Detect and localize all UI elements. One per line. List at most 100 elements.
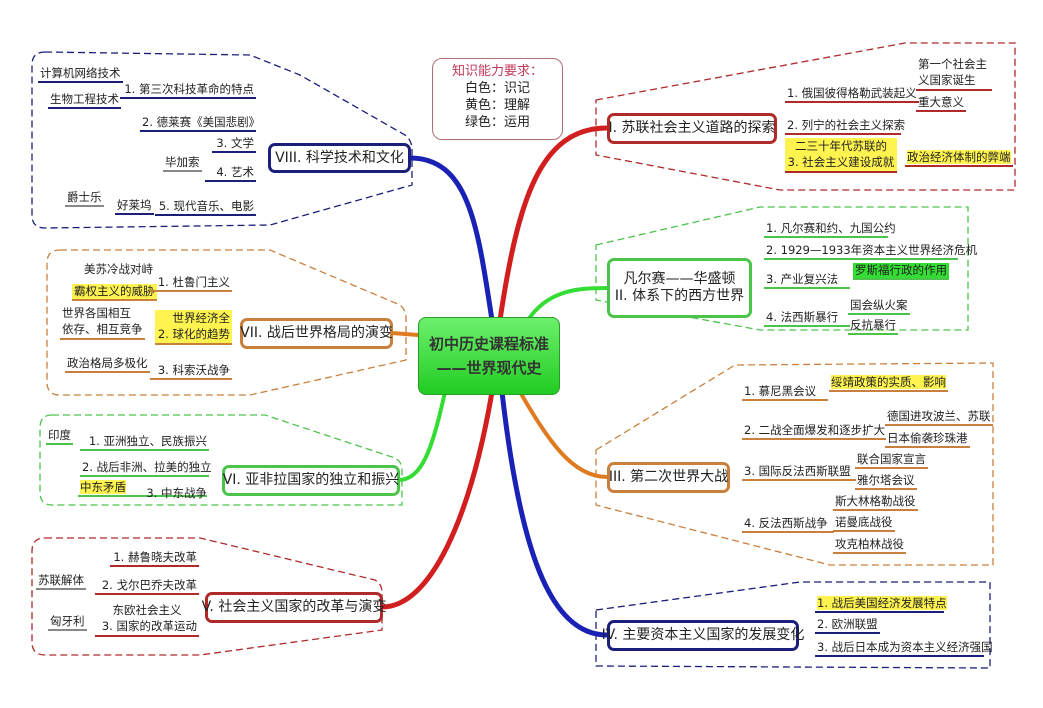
topic-line: 世界各国相互: [62, 306, 131, 320]
topic: 1. 俄国彼得格勒武装起义: [785, 86, 919, 103]
topic: 中东矛盾: [78, 480, 207, 497]
topic-green: 罗斯福行政的作用: [853, 263, 949, 280]
branch-b2: [526, 286, 609, 322]
legend-line: 黄色：理解: [464, 98, 530, 113]
topic: 雅尔塔会议: [855, 473, 917, 490]
node-line: 凡尔赛——华盛顿: [623, 271, 736, 287]
branch-b3: [518, 390, 609, 479]
topic: 重大意义: [916, 95, 966, 112]
topic: 3. 科索沃战争: [150, 363, 232, 380]
topic: 斯大林格勒战役: [833, 494, 918, 511]
outline-b8: [31, 51, 413, 229]
topic-line: 世界经济全: [172, 311, 231, 325]
topic: 2. 列宁的社会主义探索: [785, 118, 905, 135]
outline-b3: [595, 362, 994, 566]
legend-line: 绿色：运用: [464, 115, 530, 130]
topic: 5. 现代音乐、电影: [155, 199, 256, 216]
topic: 美苏冷战对峙: [82, 262, 155, 279]
branch-b5: [379, 389, 495, 610]
outline-b6: [39, 414, 403, 506]
topic: 好莱坞: [115, 198, 154, 215]
topic-highlight: 霸权主义的威胁: [72, 284, 157, 301]
node-b4[interactable]: IV. 主要资本主义国家的发展变化: [602, 620, 804, 651]
center-title: 初中历史课程标准: [428, 335, 549, 353]
topic: 1. 赫鲁晓夫改革: [110, 550, 199, 567]
topic: 2. 二战全面爆发和逐步扩大: [742, 423, 886, 440]
topic: 2. 戈尔巴乔夫改革: [95, 578, 199, 595]
legend-title: 知识能力要求：: [451, 64, 543, 79]
topic: 世界各国相互依存、相互竞争: [60, 305, 145, 340]
topic: 绥靖政策的实质、影响: [829, 375, 948, 392]
topic: 爵士乐: [65, 190, 104, 207]
topic: 第一个社会主义国家诞生: [916, 56, 992, 91]
node-b6[interactable]: VI. 亚非拉国家的独立和振兴: [222, 465, 400, 496]
topic: 1. 凡尔赛和约、九国公约: [764, 221, 896, 238]
node-line: II. 体系下的西方世界: [614, 288, 745, 304]
topic-highlight: 中东矛盾: [80, 480, 126, 494]
topic-highlight: 政治经济体制的弊端: [907, 150, 1011, 164]
center-subtitle: ——世界现代史: [436, 359, 542, 377]
outline-b2: [595, 206, 969, 331]
center-node[interactable]: 初中历史课程标准 ——世界现代史: [418, 317, 560, 395]
topic: 3. 中东战争: [140, 486, 209, 503]
topic: 反抗暴行: [848, 318, 898, 335]
outline-b1: [595, 42, 1016, 191]
topic-line: 2. 球化的趋势: [157, 327, 230, 341]
outline-b4: [595, 581, 991, 669]
topic: 2. 1929—1933年资本主义世界经济危机: [764, 243, 977, 260]
topic: 日本偷袭珍珠港: [885, 431, 970, 448]
topic: 2. 战后非洲、拉美的独立: [80, 460, 212, 477]
branch-b4: [499, 389, 610, 638]
branch-b1: [497, 125, 610, 323]
topic: 匈牙利: [48, 614, 87, 631]
topic-line: 二三十年代苏联的: [795, 139, 887, 153]
topic: 联合国家宣言: [855, 452, 928, 469]
topic: 1. 杜鲁门主义: [150, 275, 232, 292]
topic: 2. 欧洲联盟: [815, 617, 880, 634]
topic-line: 3. 社会主义建设成就: [787, 155, 895, 169]
topic: 诺曼底战役: [833, 515, 895, 532]
topic: 德国进攻波兰、苏联: [885, 409, 993, 426]
node-b5[interactable]: V. 社会主义国家的改革与演变: [202, 592, 386, 623]
topic-highlight: 1. 战后美国经济发展特点: [817, 596, 947, 610]
topic: 4. 反法西斯战争: [742, 516, 834, 533]
node-b3[interactable]: III. 第二次世界大战: [607, 462, 730, 493]
topic: 印度: [46, 428, 73, 445]
topic: 攻克柏林战役: [833, 537, 906, 554]
topic: 生物工程技术: [48, 92, 121, 109]
branch-b6: [396, 390, 447, 482]
topic: 计算机网络技术: [38, 66, 123, 83]
topic: 政治经济体制的弊端: [905, 150, 1013, 167]
topic: 毕加索: [163, 155, 202, 172]
topic: 1. 亚洲独立、民族振兴: [80, 434, 209, 451]
topic: 苏联解体: [36, 573, 86, 590]
topic: 1. 慕尼黑会议: [742, 384, 828, 401]
topic: 3. 战后日本成为资本主义经济强国: [815, 640, 993, 657]
legend-line: 白色：识记: [464, 81, 530, 96]
topic: 3. 产业复兴法: [764, 272, 850, 289]
topic-highlight: 二三十年代苏联的 3. 社会主义建设成就: [785, 138, 897, 173]
topic: 1. 战后美国经济发展特点: [815, 596, 947, 613]
topic-highlight: 绥靖政策的实质、影响: [831, 375, 946, 389]
node-b7[interactable]: VII. 战后世界格局的演变: [240, 318, 393, 349]
topic: 4. 法西斯暴行: [764, 310, 850, 327]
topic-line: 3. 国家的改革运动: [101, 619, 197, 633]
topic: 3. 国际反法西斯联盟: [742, 464, 856, 481]
topic: 1. 第三次科技革命的特点: [120, 82, 256, 99]
topic: 国会纵火案: [848, 298, 910, 315]
node-b1[interactable]: I. 苏联社会主义道路的探索: [607, 113, 777, 144]
topic-line: 依存、相互竞争: [62, 322, 143, 336]
topic: 政治格局多极化: [65, 356, 150, 373]
branch-b7: [390, 331, 420, 337]
outline-b7: [46, 249, 407, 396]
topic-highlight: 世界经济全 2. 球化的趋势: [155, 310, 232, 345]
node-b8[interactable]: VIII. 科学技术和文化: [268, 143, 411, 173]
topic: 4. 艺术: [205, 165, 256, 182]
legend-box: 知识能力要求： 白色：识记 黄色：理解 绿色：运用: [432, 58, 563, 140]
outline-b5: [31, 537, 383, 656]
branch-b8: [407, 155, 495, 323]
